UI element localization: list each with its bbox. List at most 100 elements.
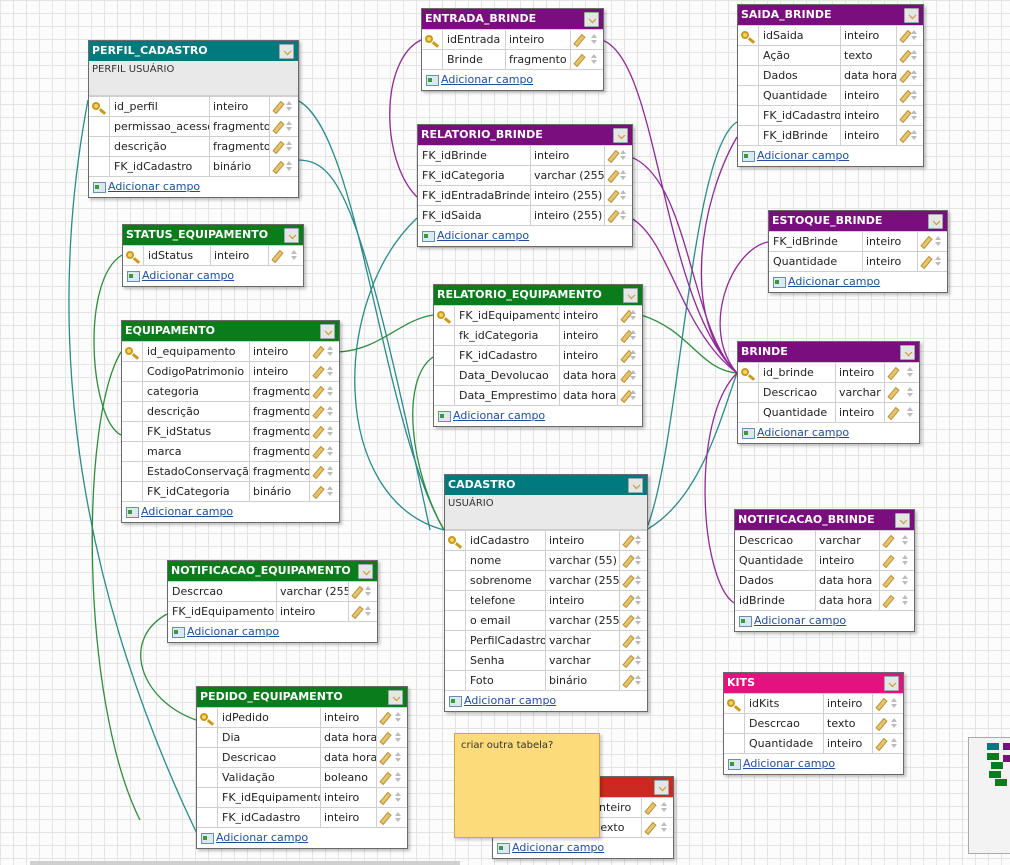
edit-field-pencil-icon[interactable] [312, 405, 325, 420]
edit-field-pencil-icon[interactable] [351, 605, 364, 620]
field-type[interactable]: inteiro [277, 602, 349, 621]
relationship-line[interactable] [704, 372, 738, 604]
field-type[interactable]: binário [546, 671, 620, 690]
field-name[interactable]: Quantidade [769, 252, 863, 271]
edit-table-icon[interactable] [895, 513, 910, 528]
field-type[interactable]: inteiro [210, 97, 270, 116]
reorder-arrows-icon[interactable] [635, 655, 641, 665]
field-name[interactable]: nome [466, 551, 546, 570]
add-field-link[interactable]: Adicionar campo [743, 757, 836, 770]
field-type[interactable]: data hora [560, 366, 618, 385]
field-name[interactable]: FK_idEntradaBrinde [418, 186, 531, 205]
reorder-arrows-icon[interactable] [630, 310, 636, 320]
field-type[interactable]: inteiro [321, 808, 377, 827]
field-name[interactable]: FK_idCadastro [455, 346, 560, 365]
reorder-arrows-icon[interactable] [395, 732, 401, 742]
field-type[interactable]: inteiro [250, 362, 310, 381]
reorder-arrows-icon[interactable] [395, 812, 401, 822]
add-field-icon[interactable] [93, 182, 106, 193]
edit-table-icon[interactable] [628, 478, 643, 493]
field-name[interactable]: Dados [759, 66, 841, 85]
reorder-arrows-icon[interactable] [911, 30, 917, 40]
edit-field-pencil-icon[interactable] [882, 534, 895, 549]
edit-table-icon[interactable] [623, 288, 638, 303]
field-type[interactable]: fragmento [210, 117, 270, 136]
relationship-line[interactable] [630, 217, 738, 374]
edit-field-pencil-icon[interactable] [899, 109, 912, 124]
field-name[interactable]: Brinde [443, 50, 506, 69]
minimap[interactable] [968, 737, 1010, 854]
field-type[interactable]: inteiro [841, 106, 897, 125]
field-type[interactable]: inteiro (255) [531, 206, 605, 225]
field-type[interactable]: inteiro [841, 126, 897, 145]
field-type[interactable]: varchar (255) [546, 571, 620, 590]
field-type[interactable]: inteiro [546, 531, 620, 550]
field-type[interactable]: fragmento [506, 50, 571, 69]
field-type[interactable]: texto [824, 714, 873, 733]
reorder-arrows-icon[interactable] [395, 792, 401, 802]
edit-table-icon[interactable] [900, 345, 915, 360]
field-name[interactable]: FK_idEquipamento [218, 788, 321, 807]
edit-field-pencil-icon[interactable] [622, 634, 635, 649]
add-field-icon[interactable] [127, 271, 140, 282]
field-name[interactable]: idBrinde [735, 591, 816, 610]
edit-field-pencil-icon[interactable] [607, 209, 620, 224]
field-type[interactable]: inteiro [841, 86, 897, 105]
add-field-icon[interactable] [742, 428, 755, 439]
reorder-arrows-icon[interactable] [635, 635, 641, 645]
reorder-arrows-icon[interactable] [635, 615, 641, 625]
table-title[interactable]: STATUS_EQUIPAMENTO [123, 225, 303, 245]
edit-field-pencil-icon[interactable] [920, 235, 933, 250]
field-type[interactable]: inteiro [321, 708, 377, 727]
table-title[interactable]: BRINDE [738, 342, 919, 362]
field-name[interactable]: categoria [143, 382, 250, 401]
field-type[interactable]: texto [593, 818, 642, 837]
reorder-arrows-icon[interactable] [630, 350, 636, 360]
add-field-icon[interactable] [728, 759, 741, 770]
reorder-arrows-icon[interactable] [902, 535, 908, 545]
field-name[interactable]: FK_idSaida [418, 206, 531, 225]
edit-field-pencil-icon[interactable] [607, 149, 620, 164]
add-field-link[interactable]: Adicionar campo [512, 841, 605, 854]
relationship-line[interactable] [337, 314, 434, 353]
field-type[interactable]: varchar (255) [546, 611, 620, 630]
field-name[interactable]: EstadoConservação [143, 462, 250, 481]
field-name[interactable]: Data_Devolucao [455, 366, 560, 385]
table-title[interactable]: NOTIFICACAO_BRINDE [735, 510, 914, 530]
field-name[interactable]: CodigoPatrimonio [143, 362, 250, 381]
field-name[interactable]: descrição [110, 137, 210, 156]
reorder-arrows-icon[interactable] [286, 101, 292, 111]
field-name[interactable]: Quantidade [759, 86, 841, 105]
field-name[interactable]: Descricao [218, 748, 321, 767]
table-title[interactable]: NOTIFICACAO_EQUIPAMENTO [168, 561, 377, 581]
field-name[interactable]: sobrenome [466, 571, 546, 590]
sticky-note[interactable]: criar outra tabela? [454, 733, 600, 838]
edit-table-icon[interactable] [358, 564, 373, 579]
edit-field-pencil-icon[interactable] [875, 697, 888, 712]
field-type[interactable]: fragmento [250, 402, 310, 421]
relationship-line[interactable] [354, 217, 445, 531]
edit-table-icon[interactable] [320, 324, 335, 339]
add-field-icon[interactable] [497, 843, 510, 854]
field-name[interactable]: Quantidade [745, 734, 824, 753]
reorder-arrows-icon[interactable] [635, 595, 641, 605]
edit-field-pencil-icon[interactable] [644, 801, 657, 816]
